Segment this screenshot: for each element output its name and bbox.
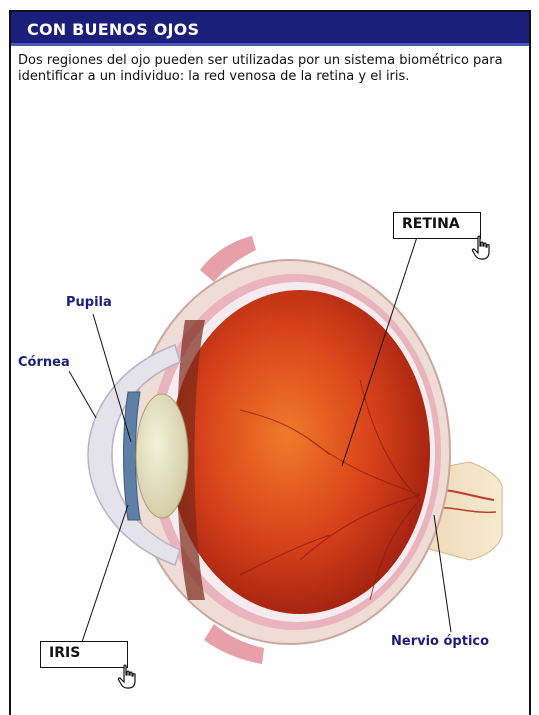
label-pupila: Pupila xyxy=(66,295,112,310)
label-nervio-optico: Nervio óptico xyxy=(391,634,489,649)
lens xyxy=(136,394,188,518)
retina-interior xyxy=(170,290,430,614)
retina-button[interactable]: RETINA xyxy=(393,212,481,239)
hand-pointer-icon xyxy=(117,664,139,690)
hand-pointer-icon xyxy=(471,235,493,261)
label-cornea: Córnea xyxy=(18,355,70,370)
iris-button[interactable]: IRIS xyxy=(40,641,128,668)
